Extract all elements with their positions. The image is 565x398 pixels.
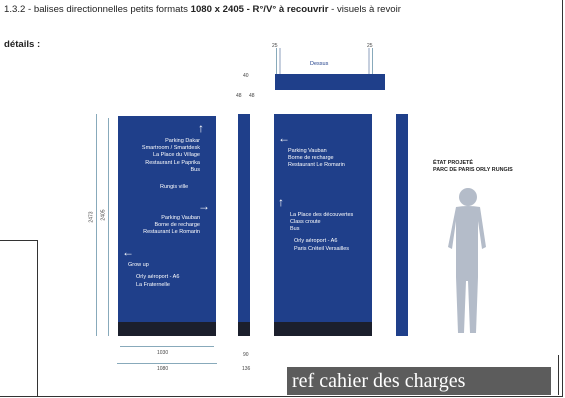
sign-front-base xyxy=(118,322,216,336)
divider xyxy=(37,240,38,396)
support-post xyxy=(279,48,281,74)
ref-label: ref cahier des charges xyxy=(287,367,551,395)
dimension-label: 136 xyxy=(242,366,251,372)
sign-side-right xyxy=(396,114,408,336)
dimension-line xyxy=(120,346,214,347)
dimension-label: 90 xyxy=(243,352,249,358)
arrow-left-icon: ← xyxy=(278,131,290,145)
divider xyxy=(0,240,38,241)
sign-side-base xyxy=(238,322,250,336)
dimension-label: 2405 xyxy=(100,209,107,221)
state-label: ÉTAT PROJETÉ PARC DE PARIS ORLY RUNGIS xyxy=(433,160,513,173)
fraternelle-label: La Fraternelle xyxy=(136,282,170,288)
orly-label: Orly aéroport - A6 xyxy=(136,274,180,280)
arrow-left-icon: ← xyxy=(122,245,134,259)
arrow-up-icon: ↑ xyxy=(278,195,284,209)
dimension-line xyxy=(276,48,277,74)
dimension-line xyxy=(117,363,217,364)
person-silhouette xyxy=(448,188,486,333)
dimension-label: 1080 xyxy=(157,366,169,372)
sign-front-top-text: Parking Dakar Smartroom / Smartdesk La P… xyxy=(141,138,200,173)
dimension-line xyxy=(96,114,97,336)
sign-back xyxy=(274,114,372,336)
sign-front-mid-text: Parking Vauban Borne de recharge Restaur… xyxy=(143,215,200,236)
sign-side xyxy=(238,114,250,336)
dimension-line xyxy=(108,118,109,336)
sign-back-base xyxy=(274,322,372,336)
dimension-label: 25 xyxy=(272,43,278,49)
top-view-panel xyxy=(275,74,385,90)
dimension-label: 1030 xyxy=(157,350,169,356)
arrow-right-icon: → xyxy=(198,199,210,213)
sign-back-top-text: Parking Vauban Borne de recharge Restaur… xyxy=(288,148,345,169)
page-title: 1.3.2 - balises directionnelles petits f… xyxy=(4,4,401,15)
creteil-label: Paris Créteil Versailles xyxy=(294,246,350,252)
details-label: détails : xyxy=(4,39,41,50)
dessus-label: Dessus xyxy=(310,61,329,67)
arrow-up-icon: ↑ xyxy=(198,121,204,135)
support-post xyxy=(368,48,370,74)
grow-up-label: Grow up xyxy=(128,262,149,268)
dimension-label: 48 xyxy=(236,93,242,99)
divider xyxy=(558,355,563,395)
sign-back-mid-text: La Place des découvertes Class croute Bu… xyxy=(290,212,354,233)
dimension-label: 40 xyxy=(243,73,249,79)
orly-label: Orly aéroport - A6 xyxy=(294,238,338,244)
dimension-label: 25 xyxy=(367,43,373,49)
dimension-label: 2473 xyxy=(88,211,95,223)
dimension-line xyxy=(372,48,373,74)
dimension-label: 48 xyxy=(249,93,255,99)
sign-front xyxy=(118,116,216,334)
rungis-ville-label: Rungis ville xyxy=(160,184,189,190)
